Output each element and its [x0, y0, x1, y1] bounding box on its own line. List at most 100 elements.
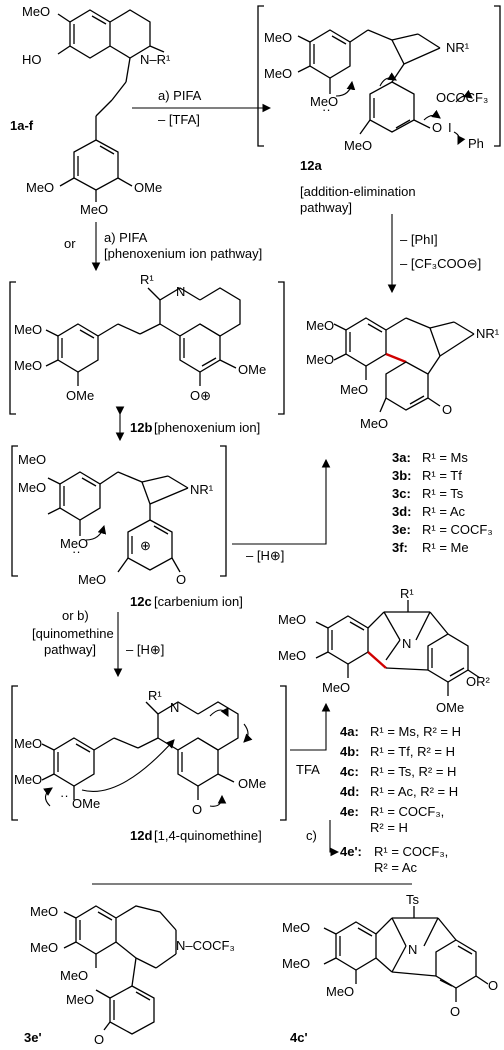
atom-n: N — [408, 942, 417, 957]
atom-o: O — [192, 802, 202, 817]
byproduct-cf3coo: – [CF₃COO⊖] — [400, 256, 481, 271]
atom-meo: MeO — [60, 536, 88, 551]
product-4-id: 4b: — [340, 744, 360, 759]
reagent-step-c: c) — [306, 828, 317, 843]
atom-meo: MeO — [278, 612, 306, 627]
product-3-sub: R¹ = COCF₃ — [422, 522, 493, 537]
atom-meo: MeO — [14, 736, 42, 751]
atom-meo: MeO — [80, 202, 108, 217]
byproduct-h-2: – [H⊕] — [126, 642, 164, 657]
compound-desc-12d: [1,4-quinomethine] — [154, 828, 262, 843]
lone-pair: ·· — [60, 788, 69, 803]
compound-label-1af: 1a-f — [10, 118, 34, 133]
atom-meo: MeO — [322, 680, 350, 695]
product-3-id: 3a: — [392, 450, 411, 465]
compound-label-12c: 12c — [130, 594, 152, 609]
product-4-id: 4e': — [340, 844, 362, 859]
atom-meo: MeO — [360, 416, 388, 431]
product-3-sub: R¹ = Ms — [422, 450, 468, 465]
intermediate-12b-structure — [9, 281, 285, 415]
product-4-sub: R¹ = COCF₃, — [370, 804, 444, 819]
atom-meo: MeO — [282, 956, 310, 971]
atom-o-plus: O⊕ — [190, 388, 211, 403]
compound-label-3e-prime: 3e' — [24, 1030, 42, 1045]
atom-or2: OR² — [466, 674, 491, 689]
atom-ome: OMe — [238, 776, 266, 791]
product-4-sub: R¹ = Ts, R² = H — [370, 764, 456, 779]
product-4-sub: R¹ = Ac, R² = H — [370, 784, 458, 799]
product-3-list: 3a: R¹ = Ms 3b: R¹ = Tf 3c: R¹ = Ts 3d: … — [392, 450, 493, 555]
atom-meo: MeO — [22, 4, 50, 19]
atom-ts: Ts — [406, 892, 420, 907]
product-3-structure — [333, 317, 475, 413]
intermediate-12c-structure — [11, 445, 227, 577]
pathway-addition-elimination: [addition-elimination — [300, 184, 416, 199]
atom-meo: MeO — [14, 772, 42, 787]
carbenium-plus: ⊕ — [140, 538, 151, 553]
pathway-addition-elimination-2: pathway] — [300, 200, 352, 215]
reagent-tfa: TFA — [296, 762, 320, 777]
atom-o: O — [176, 572, 186, 587]
atom-meo: MeO — [78, 572, 106, 587]
product-4-structure — [315, 600, 481, 696]
atom-meo: MeO — [18, 452, 46, 467]
atom-ho: HO — [22, 52, 42, 67]
compound-desc-12b: [phenoxenium ion] — [154, 420, 260, 435]
compound-1af-structure — [57, 9, 165, 202]
atom-meo: MeO — [26, 180, 54, 195]
product-4-id: 4d: — [340, 784, 360, 799]
atom-meo: MeO — [66, 992, 94, 1007]
atom-meo: MeO — [14, 322, 42, 337]
atom-meo: MeO — [326, 984, 354, 999]
atom-o: O — [488, 978, 498, 993]
atom-nr1: NR¹ — [446, 40, 470, 55]
atom-meo: MeO — [30, 904, 58, 919]
compound-desc-12c: [carbenium ion] — [154, 594, 243, 609]
atom-n: N — [170, 700, 179, 715]
reagent-pifa: a) PIFA — [158, 88, 202, 103]
product-3-id: 3e: — [392, 522, 411, 537]
product-4-sub: R² = Ac — [374, 860, 417, 875]
atom-ome: OMe — [436, 700, 464, 715]
atom-meo: MeO — [310, 94, 338, 109]
product-4-list: 4a: R¹ = Ms, R² = H 4b: R¹ = Tf, R² = H … — [340, 724, 461, 875]
connector-or-b: or b) — [62, 608, 89, 623]
atom-o: O — [94, 1032, 104, 1047]
atom-r1: R¹ — [148, 688, 162, 703]
product-3-id: 3c: — [392, 486, 411, 501]
atom-n-r1: N–R¹ — [140, 52, 171, 67]
atom-meo: MeO — [278, 648, 306, 663]
atom-meo: MeO — [60, 968, 88, 983]
atom-meo: MeO — [264, 66, 292, 81]
atom-meo: MeO — [264, 30, 292, 45]
product-3-sub: R¹ = Ts — [422, 486, 464, 501]
product-3-id: 3b: — [392, 468, 412, 483]
product-4-sub: R² = H — [370, 820, 408, 835]
pathway-quinomethine-2: pathway] — [44, 642, 96, 657]
compound-label-12b: 12b — [130, 420, 152, 435]
product-4-sub: R¹ = Ms, R² = H — [370, 724, 461, 739]
byproduct-tfa: – [TFA] — [158, 112, 200, 127]
atom-nr1: NR¹ — [476, 326, 500, 341]
atom-o: O — [442, 402, 452, 417]
atom-meo: MeO — [282, 920, 310, 935]
atom-meo: MeO — [306, 318, 334, 333]
pathway-quinomethine: [quinomethine — [32, 626, 114, 641]
product-4-id: 4e: — [340, 804, 359, 819]
atom-ph: Ph — [468, 136, 484, 151]
atom-meo: MeO — [30, 940, 58, 955]
atom-ome: OMe — [66, 388, 94, 403]
compound-label-12a: 12a — [300, 158, 322, 173]
atom-ome: OMe — [72, 796, 100, 811]
atom-o: O — [432, 120, 442, 135]
atom-meo: MeO — [340, 382, 368, 397]
atom-meo: MeO — [18, 480, 46, 495]
product-3-id: 3d: — [392, 504, 412, 519]
atom-r1: R¹ — [400, 586, 414, 601]
product-4-sub: R¹ = Tf, R² = H — [370, 744, 455, 759]
compound-label-4c-prime: 4c' — [290, 1030, 308, 1045]
compound-3e-prime-structure — [63, 905, 177, 1035]
atom-meo: MeO — [306, 352, 334, 367]
atom-ocof3: OCOCF₃ — [436, 90, 488, 105]
